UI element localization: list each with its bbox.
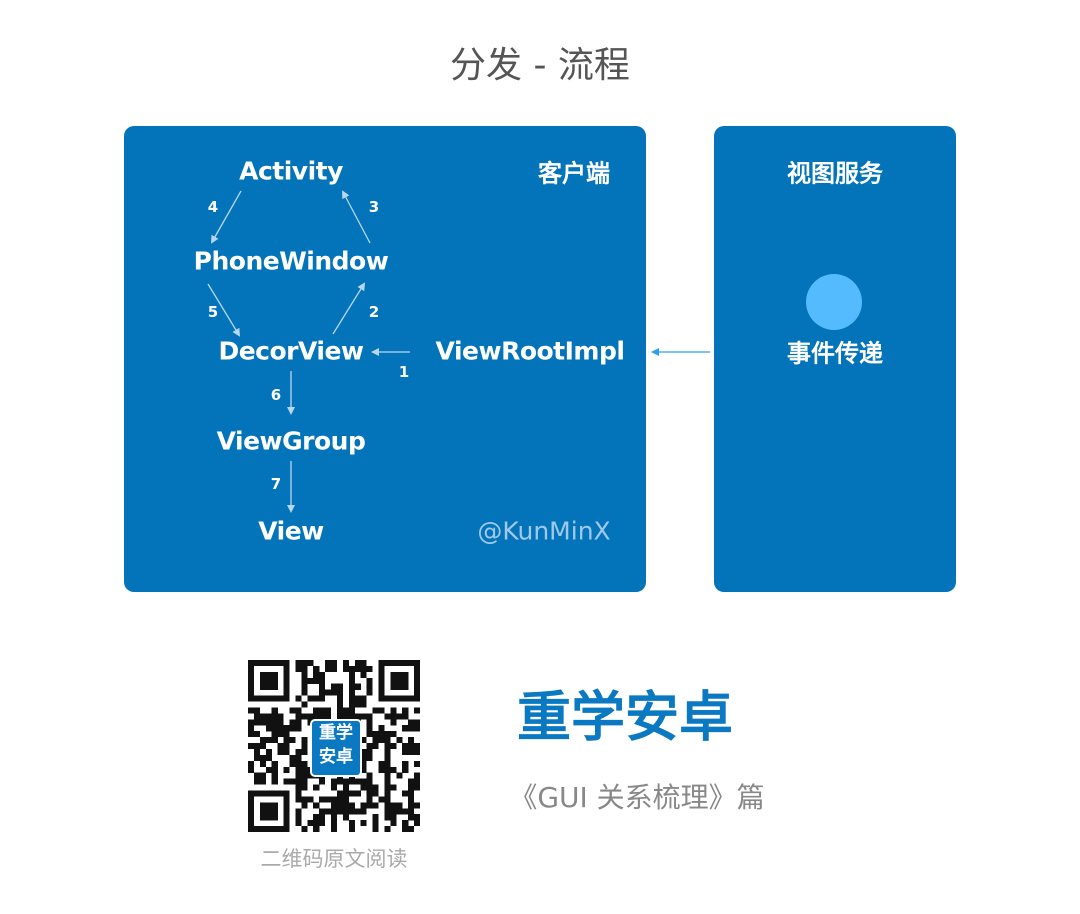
arrow-step-3 (342, 190, 371, 244)
arrow-step-4 (211, 190, 242, 244)
event-dispatch-label: 事件传递 (787, 339, 883, 368)
event-dot-icon (806, 274, 862, 330)
step-label-5: 5 (207, 303, 219, 321)
node-view-root-impl: ViewRootImpl (435, 336, 625, 366)
qr-logo: 重学安卓 (310, 719, 362, 777)
step-label-4: 4 (207, 198, 219, 216)
client-panel (124, 126, 646, 592)
step-label-6: 6 (270, 386, 282, 404)
view-service-label: 视图服务 (787, 159, 883, 188)
article-subtitle: 《GUI 关系梳理》篇 (509, 781, 765, 814)
node-decor-view: DecorView (218, 336, 364, 366)
brand-title: 重学安卓 (517, 684, 733, 749)
qr-code[interactable] (248, 660, 420, 832)
arrow-step-5 (207, 283, 241, 337)
step-label-3: 3 (368, 198, 380, 216)
view-service-panel (714, 126, 956, 592)
watermark: @KunMinX (477, 516, 611, 546)
client-label: 客户端 (538, 159, 610, 188)
arrow-step-2 (332, 282, 366, 335)
qr-caption: 二维码原文阅读 (260, 847, 408, 871)
step-label-7: 7 (270, 475, 282, 493)
node-activity: Activity (239, 156, 343, 186)
node-view-group: ViewGroup (216, 426, 366, 456)
node-phone-window: PhoneWindow (193, 246, 389, 276)
diagram-title: 分发 - 流程 (450, 45, 630, 86)
step-label-1: 1 (398, 363, 410, 381)
node-view: View (258, 516, 324, 546)
step-label-2: 2 (368, 303, 380, 321)
